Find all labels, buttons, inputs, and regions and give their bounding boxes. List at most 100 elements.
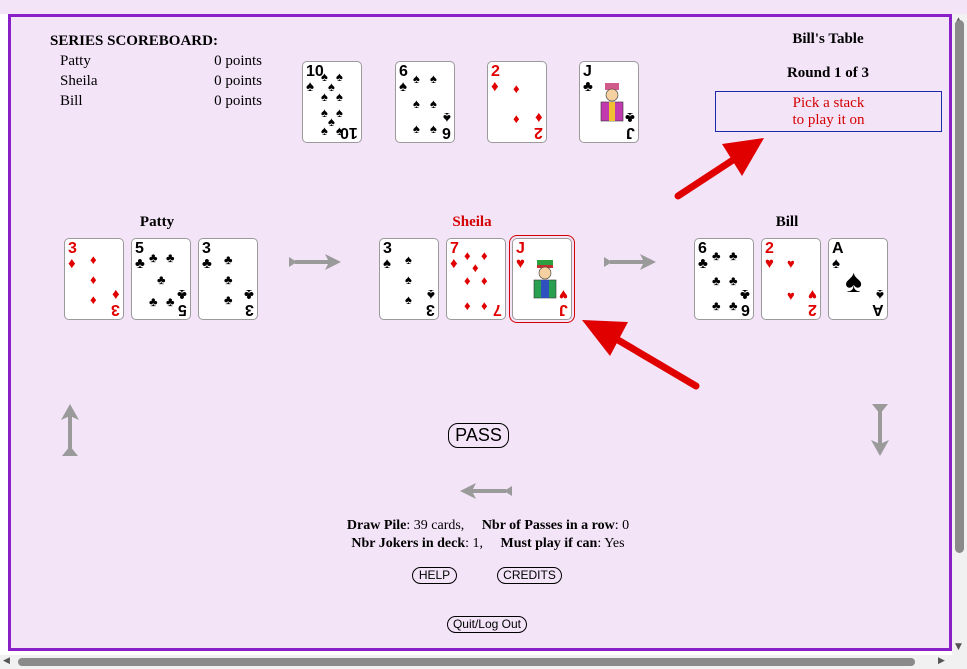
draw-pile-label: Draw Pile [346, 518, 407, 533]
hint-line: to play it on [792, 112, 865, 128]
card-rank: 2 [765, 240, 774, 257]
turn-arrow-left-icon [460, 483, 512, 499]
card-rank: 6 [698, 240, 707, 257]
jokers-label: Nbr Jokers in deck [351, 536, 466, 551]
card-suit: ♣ [625, 109, 635, 125]
scoreboard-player-name: Sheila [60, 73, 98, 89]
card-rank: 5 [135, 240, 144, 257]
hand-card-3-spades[interactable]: 3 ♠ ♠ ♠ ♠ 3 ♠ [379, 238, 439, 320]
hand-card-3-diamonds[interactable]: 3 ♦ ♦ ♦ ♦ 3 ♦ [64, 238, 124, 320]
card-rank: J [559, 301, 568, 318]
hand-card-6-clubs[interactable]: 6 ♣ ♣♣ ♣♣ ♣♣ 6 ♣ [694, 238, 754, 320]
draw-pile-info: Draw Pile: 39 cards, Nbr of Passes in a … [238, 518, 738, 534]
scoreboard-row: Patty 0 points [60, 53, 262, 70]
card-suit: ♣ [698, 256, 708, 272]
card-rank: 3 [245, 301, 254, 318]
jack-face-icon [533, 260, 557, 299]
scoreboard-player-name: Bill [60, 93, 83, 109]
horizontal-scrollbar-thumb[interactable] [18, 658, 915, 666]
turn-arrow-down-icon [871, 404, 889, 456]
card-suit: ♦ [68, 256, 76, 272]
card-suit: ♣ [177, 286, 187, 302]
card-rank: J [583, 63, 592, 80]
hand-card-5-clubs[interactable]: 5 ♣ ♣♣ ♣ ♣♣ 5 ♣ [131, 238, 191, 320]
hand-card-3-clubs[interactable]: 3 ♣ ♣ ♣ ♣ 3 ♣ [198, 238, 258, 320]
player-name-patty: Patty [139, 214, 175, 230]
hand-card-2-hearts[interactable]: 2 ♥ ♥ ♥ 2 ♥ [761, 238, 821, 320]
card-suit: ♠ [876, 286, 884, 302]
table-title: Bill's Table [792, 31, 864, 47]
card-rank: 3 [202, 240, 211, 257]
card-suit: ♠ [399, 79, 407, 95]
help-button[interactable]: HELP [412, 567, 457, 584]
passes-label: Nbr of Passes in a row [481, 518, 615, 533]
card-rank: 10 [306, 63, 324, 80]
hand-card-jack-hearts-selected[interactable]: J ♥ J ♥ [509, 235, 575, 323]
card-rank: 6 [442, 124, 451, 141]
must-play-label: Must play if can [500, 536, 598, 551]
turn-arrow-up-icon [61, 404, 79, 456]
annotation-arrow-icon [674, 138, 764, 200]
round-indicator: Round 1 of 3 [786, 65, 870, 81]
passes-value: : 0 [614, 518, 630, 533]
card-suit: ♣ [135, 256, 145, 272]
card-suit: ♠ [427, 286, 435, 302]
card-rank: 3 [68, 240, 77, 257]
annotation-arrow-icon [582, 320, 700, 390]
card-rank: 2 [491, 63, 500, 80]
card-rank: A [832, 240, 844, 257]
draw-pile-value: : 39 cards, [406, 518, 465, 533]
vertical-scrollbar-thumb[interactable] [955, 20, 964, 553]
card-rank: 5 [178, 301, 187, 318]
jokers-info: Nbr Jokers in deck: 1, Must play if can:… [238, 536, 738, 552]
hint-line: Pick a stack [792, 95, 865, 111]
card-suit: ♠ [383, 256, 391, 272]
quit-logout-button[interactable]: Quit/Log Out [447, 616, 527, 633]
scoreboard-player-points: 0 points [214, 53, 262, 69]
jack-face-icon [600, 83, 624, 122]
credits-button[interactable]: CREDITS [497, 567, 562, 584]
scroll-left-icon[interactable]: ◀ [3, 656, 10, 666]
card-suit: ♥ [559, 286, 568, 302]
stack-card-10-spades[interactable]: 10 ♠ ♠♠ ♠ ♠♠ ♠♠ ♠ ♠♠ 10 [302, 61, 362, 143]
scoreboard-player-points: 0 points [214, 93, 262, 109]
card-rank: 6 [399, 63, 408, 80]
card-rank: 10 [340, 124, 358, 141]
game-frame [8, 14, 952, 651]
card-rank: 6 [741, 301, 750, 318]
stack-card-2-diamonds[interactable]: 2 ♦ ♦ ♦ 2 ♦ [487, 61, 547, 143]
card-rank: 7 [450, 240, 459, 257]
card-suit: ♦ [491, 79, 499, 95]
card-suit: ♣ [244, 286, 254, 302]
card-rank: 7 [493, 301, 502, 318]
card-rank: J [516, 240, 525, 257]
card-suit: ♣ [583, 79, 593, 95]
card-rank: 3 [426, 301, 435, 318]
turn-arrow-right-icon [289, 254, 341, 270]
hint-box: Pick a stack to play it on [715, 91, 942, 132]
card-suit: ♥ [765, 256, 774, 272]
scroll-right-icon[interactable]: ▶ [938, 656, 945, 666]
scoreboard-row: Sheila 0 points [60, 73, 262, 90]
card-rank: A [872, 301, 884, 318]
stack-card-6-spades[interactable]: 6 ♠ ♠♠ ♠♠ ♠♠ 6 ♠ [395, 61, 455, 143]
stack-card-jack-clubs[interactable]: J ♣ J ♣ [579, 61, 639, 143]
card-rank: 2 [808, 301, 817, 318]
card-rank: 3 [383, 240, 392, 257]
scroll-down-icon[interactable]: ▼ [955, 642, 962, 652]
card-rank: J [626, 124, 635, 141]
card-suit: ♦ [450, 256, 458, 272]
card-suit: ♦ [112, 286, 120, 302]
card-rank: 2 [534, 124, 543, 141]
card-suit: ♣ [202, 256, 212, 272]
jokers-value: : 1, [465, 536, 483, 551]
card-suit: ♣ [740, 286, 750, 302]
scoreboard-player-name: Patty [60, 53, 91, 69]
scoreboard-title: SERIES SCOREBOARD: [50, 33, 218, 49]
hand-card-ace-spades[interactable]: A ♠ ♠ A ♠ [828, 238, 888, 320]
scoreboard-player-points: 0 points [214, 73, 262, 89]
player-name-sheila: Sheila [452, 214, 492, 230]
pass-button[interactable]: PASS [448, 423, 509, 448]
top-strip [0, 0, 967, 14]
hand-card-7-diamonds[interactable]: 7 ♦ ♦♦ ♦ ♦♦ ♦♦ 7 [446, 238, 506, 320]
